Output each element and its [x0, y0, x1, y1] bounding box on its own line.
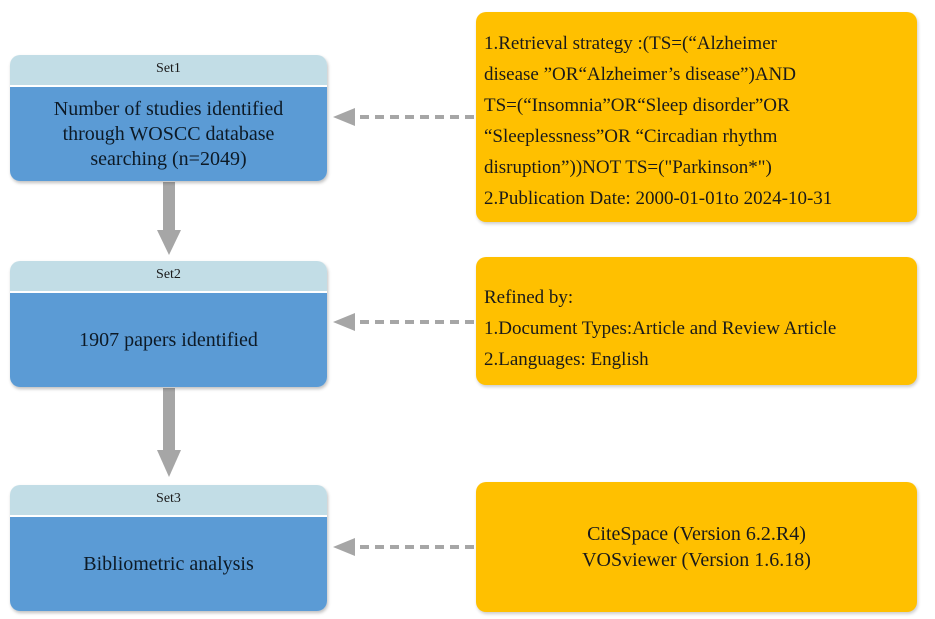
retrieval-strategy-box: 1.Retrieval strategy :(TS=(“Alzheimer di…: [476, 12, 917, 222]
set3-box: Set3 Bibliometric analysis: [10, 485, 327, 611]
set3-header: Set3: [10, 485, 327, 517]
set3-body: Bibliometric analysis: [10, 517, 327, 611]
down-arrow-2: [157, 388, 181, 477]
set1-line: searching (n=2049): [90, 147, 247, 170]
dashed-arrow-1: [333, 108, 474, 126]
criteria-line: 1.Document Types:Article and Review Arti…: [484, 318, 837, 339]
criteria-line: VOSviewer (Version 1.6.18): [582, 549, 811, 571]
set2-header: Set2: [10, 261, 327, 293]
dashed-arrow-3: [333, 538, 474, 556]
refinement-box: Refined by: 1.Document Types:Article and…: [476, 257, 917, 385]
dashed-arrow-2: [333, 313, 474, 331]
criteria-line: “Sleeplessness”OR “Circadian rhythm: [484, 126, 778, 147]
set1-header: Set1: [10, 55, 327, 87]
set1-box: Set1 Number of studies identified throug…: [10, 55, 327, 181]
set1-line: Number of studies identified: [53, 97, 284, 120]
down-arrow-1: [157, 182, 181, 255]
criteria-line: 2.Publication Date: 2000-01-01to 2024-10…: [484, 188, 833, 209]
criteria-line: Refined by:: [484, 287, 574, 308]
criteria-line: disruption”))NOT TS=("Parkinson*"): [484, 157, 772, 178]
set1-line: through WOSCC database: [62, 122, 275, 145]
set2-line: 1907 papers identified: [79, 328, 258, 351]
criteria-line: CiteSpace (Version 6.2.R4): [587, 523, 806, 545]
set1-body: Number of studies identified through WOS…: [10, 87, 327, 181]
software-box: CiteSpace (Version 6.2.R4) VOSviewer (Ve…: [476, 482, 917, 612]
criteria-line: disease ”OR“Alzheimer’s disease”)AND: [484, 64, 796, 85]
set3-line: Bibliometric analysis: [83, 552, 254, 575]
criteria-line: 1.Retrieval strategy :(TS=(“Alzheimer: [484, 33, 777, 54]
criteria-line: 2.Languages: English: [484, 349, 649, 370]
set2-body: 1907 papers identified: [10, 293, 327, 387]
criteria-line: TS=(“Insomnia”OR“Sleep disorder”OR: [484, 95, 790, 116]
set2-box: Set2 1907 papers identified: [10, 261, 327, 387]
